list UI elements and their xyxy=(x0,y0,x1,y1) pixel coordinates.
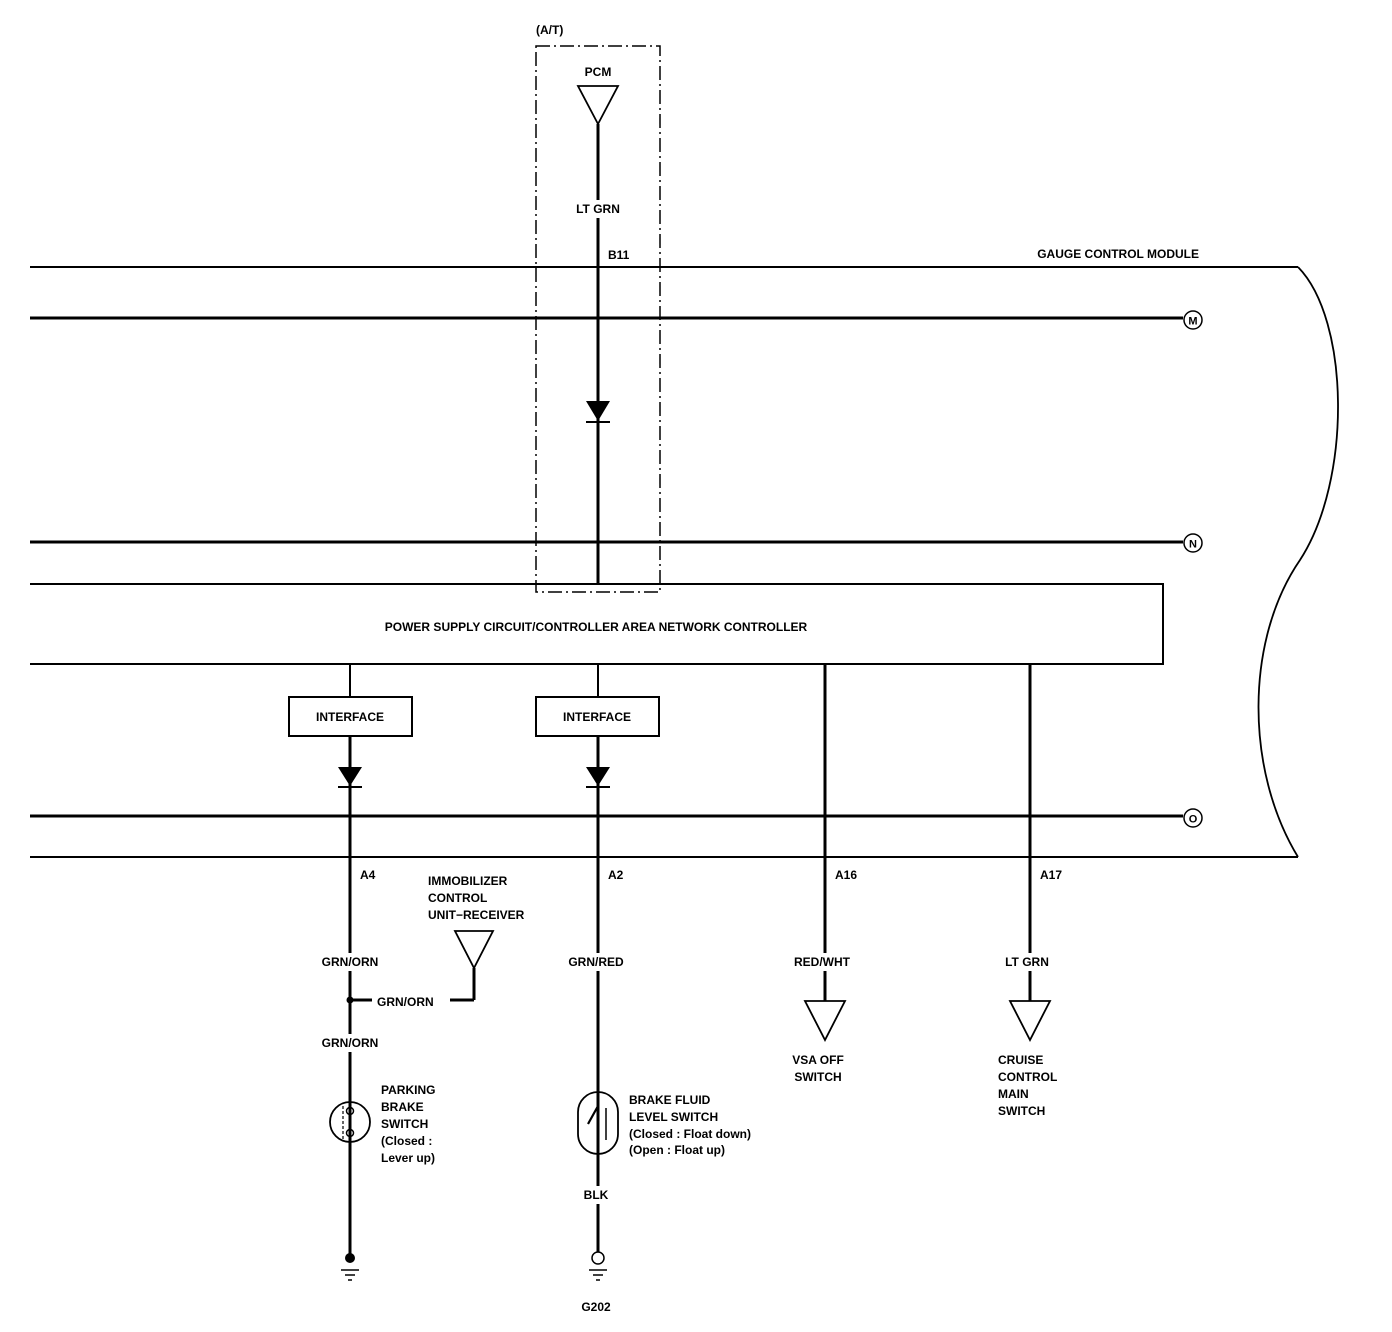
diode-pcm-icon xyxy=(586,401,610,421)
continuation-n-label: N xyxy=(1189,539,1197,551)
immobilizer-line-1: IMMOBILIZER xyxy=(428,874,508,888)
wire-parking-feed-label: GRN/ORN xyxy=(322,1036,379,1050)
pcm-connector-icon xyxy=(576,85,620,126)
wire-immobilizer-label: GRN/ORN xyxy=(377,995,434,1009)
continuation-m xyxy=(1183,310,1203,330)
brake-fluid-line-3: (Closed : Float down) xyxy=(629,1127,751,1141)
cruise-connector-icon xyxy=(1008,1000,1052,1042)
at-label: (A/T) xyxy=(536,23,563,37)
vsa-line-1: VSA OFF xyxy=(792,1053,844,1067)
diode-a2-icon xyxy=(586,767,610,786)
controller-box xyxy=(30,583,1164,665)
module-title: GAUGE CONTROL MODULE xyxy=(1037,247,1199,261)
continuation-m-label: M xyxy=(1188,316,1197,328)
parking-brake-line-2: BRAKE xyxy=(381,1100,424,1114)
wire-a2-label: GRN/RED xyxy=(568,955,624,969)
controller-label: POWER SUPPLY CIRCUIT/CONTROLLER AREA NET… xyxy=(385,620,808,634)
wire-pcm-label: LT GRN xyxy=(576,202,620,216)
parking-brake-switch-icon xyxy=(329,1101,371,1143)
pin-b11: B11 xyxy=(608,248,630,262)
immobilizer-line-3: UNIT−RECEIVER xyxy=(428,908,525,922)
immobilizer-line-2: CONTROL xyxy=(428,891,487,905)
pin-a17: A17 xyxy=(1040,868,1062,882)
body-ground-icon xyxy=(345,1253,355,1263)
continuation-n xyxy=(1183,533,1203,553)
brake-fluid-line-2: LEVEL SWITCH xyxy=(629,1110,718,1124)
brake-fluid-line-1: BRAKE FLUID xyxy=(629,1093,711,1107)
interface-label-a2: INTERFACE xyxy=(563,710,631,724)
pin-a4: A4 xyxy=(360,868,376,882)
pcm-label: PCM xyxy=(585,65,612,79)
cruise-line-2: CONTROL xyxy=(998,1070,1057,1084)
ground-g202-label: G202 xyxy=(581,1300,611,1314)
cruise-line-4: SWITCH xyxy=(998,1104,1045,1118)
vsa-line-2: SWITCH xyxy=(794,1070,841,1084)
pin-a2: A2 xyxy=(608,868,624,882)
immobilizer-connector-icon xyxy=(453,930,495,970)
parking-brake-line-3: SWITCH xyxy=(381,1117,428,1131)
cruise-line-1: CRUISE xyxy=(998,1053,1043,1067)
vsa-connector-icon xyxy=(803,1000,847,1042)
continuation-o xyxy=(1183,808,1203,828)
parking-brake-line-1: PARKING xyxy=(381,1083,435,1097)
wire-ground-label: BLK xyxy=(584,1188,609,1202)
pin-a16: A16 xyxy=(835,868,857,882)
continuation-o-label: O xyxy=(1189,814,1198,826)
wire-a17-label: LT GRN xyxy=(1005,955,1049,969)
wire-a4-label: GRN/ORN xyxy=(322,955,379,969)
parking-brake-line-4: (Closed : xyxy=(381,1134,432,1148)
module-break-edge xyxy=(1257,266,1339,858)
brake-fluid-line-4: (Open : Float up) xyxy=(629,1143,725,1157)
interface-label-a4: INTERFACE xyxy=(316,710,384,724)
diode-a4-icon xyxy=(338,767,362,786)
wire-a16-label: RED/WHT xyxy=(794,955,851,969)
ground-g202-icon xyxy=(591,1251,605,1265)
parking-brake-line-5: Lever up) xyxy=(381,1151,435,1165)
cruise-line-3: MAIN xyxy=(998,1087,1029,1101)
